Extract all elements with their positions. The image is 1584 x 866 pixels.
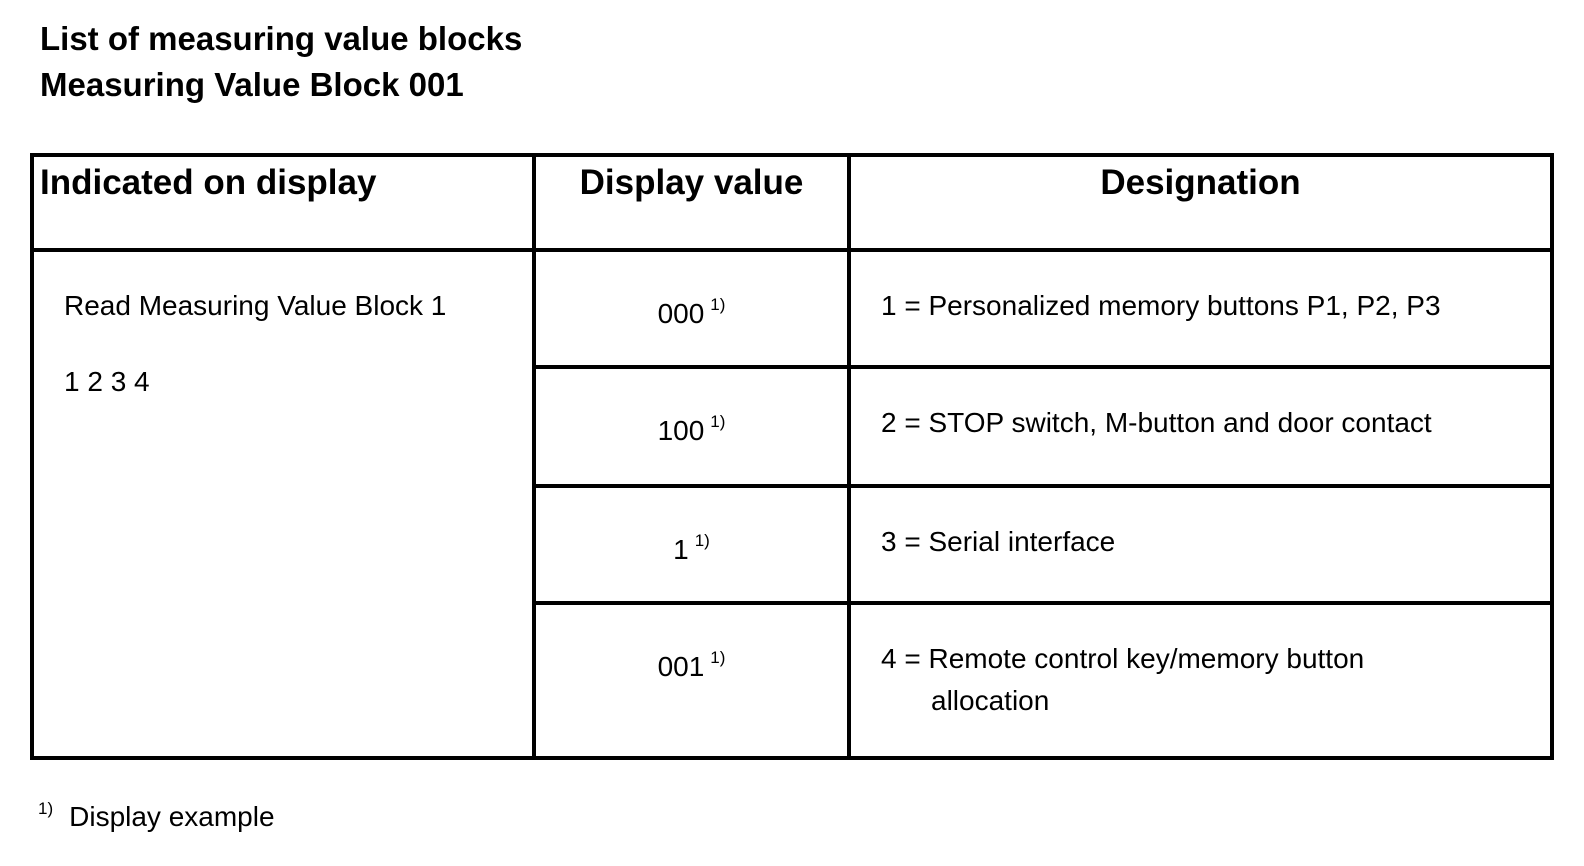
table-row: 1 1) 3 = Serial interface xyxy=(32,484,1554,605)
table-row: Read Measuring Value Block 1 1 2 3 4 000… xyxy=(30,248,1554,760)
page-subtitle: Measuring Value Block 001 xyxy=(40,66,464,103)
page-title: List of measuring value blocks xyxy=(40,20,523,57)
designation-text: 1 = Personalized memory buttons P1, P2, … xyxy=(881,290,1441,321)
designation-cell: 1 = Personalized memory buttons P1, P2, … xyxy=(847,248,1554,369)
footnote-mark: 1) xyxy=(710,295,726,314)
indicated-cell: Read Measuring Value Block 1 1 2 3 4 xyxy=(30,248,536,760)
display-value: 000 xyxy=(657,298,705,329)
display-value: 001 xyxy=(657,651,705,682)
display-value: 100 xyxy=(657,415,705,446)
designation-text: 4 = Remote control key/memory button xyxy=(881,643,1365,674)
designation-cell: 3 = Serial interface xyxy=(847,484,1554,605)
table-header-row: Indicated on display Display value Desig… xyxy=(30,153,1554,252)
display-value-cell: 000 1) xyxy=(532,248,851,369)
indicated-line-2: 1 2 3 4 xyxy=(64,366,150,397)
header-display-value: Display value xyxy=(532,153,851,252)
display-value-cell: 1 1) xyxy=(532,484,851,605)
footnote-mark: 1) xyxy=(38,799,54,818)
designation-cell: 4 = Remote control key/memory button allo… xyxy=(847,601,1554,760)
display-value-cell: 100 1) xyxy=(532,365,851,488)
footnote-mark: 1) xyxy=(710,648,726,667)
designation-continuation: allocation xyxy=(931,685,1050,716)
footnote-mark: 1) xyxy=(694,531,710,550)
measuring-value-table: Indicated on display Display value Desig… xyxy=(30,153,1554,760)
footnote: 1) Display example xyxy=(38,800,275,831)
designation-cell: 2 = STOP switch, M-button and door conta… xyxy=(847,365,1554,488)
footnote-mark: 1) xyxy=(710,412,726,431)
designation-text: 3 = Serial interface xyxy=(881,526,1116,557)
header-designation: Designation xyxy=(847,153,1554,252)
designation-text: 2 = STOP switch, M-button and door conta… xyxy=(881,407,1432,438)
table-row: 100 1) 2 = STOP switch, M-button and door… xyxy=(32,365,1554,488)
display-value: 1 xyxy=(673,534,689,565)
display-value-cell: 001 1) xyxy=(532,601,851,760)
indicated-line-1: Read Measuring Value Block 1 xyxy=(64,290,447,321)
table-row: 001 1) 4 = Remote control key/memory butt… xyxy=(32,601,1554,760)
header-indicated: Indicated on display xyxy=(30,153,536,252)
footnote-text: Display example xyxy=(69,801,275,832)
